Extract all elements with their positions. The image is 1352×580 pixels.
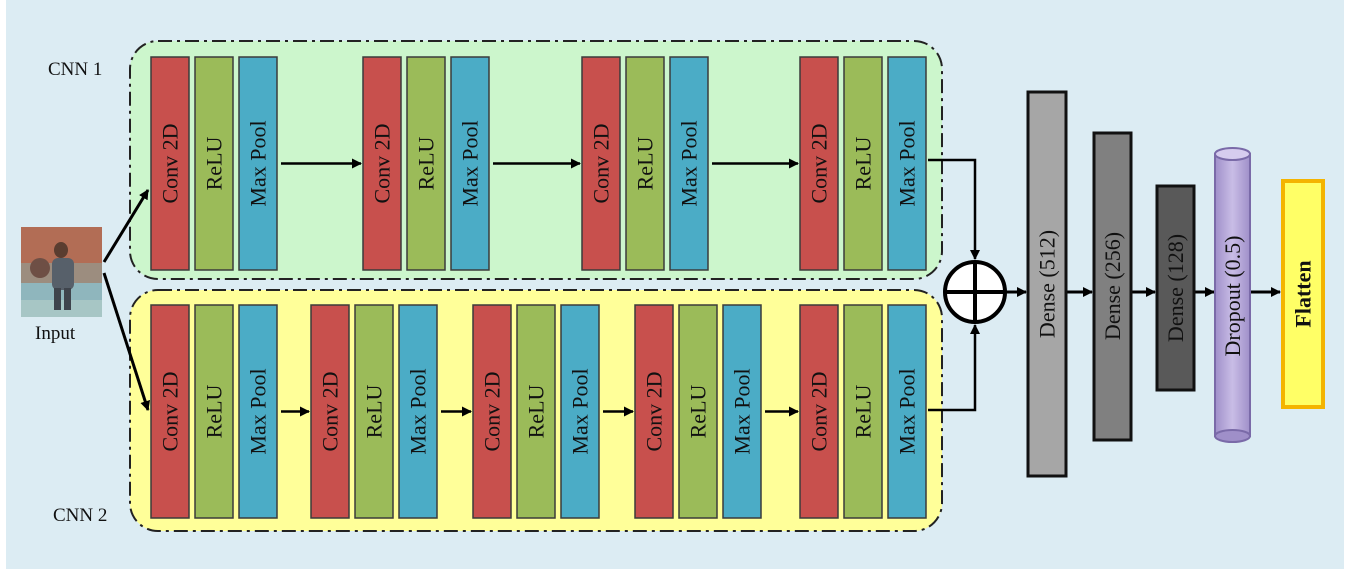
cnn1-relu-layer: ReLU — [625, 56, 665, 271]
cnn1-label: CNN 1 — [48, 59, 102, 80]
cnn1-conv-layer: Conv 2D — [799, 56, 839, 271]
cnn2-conv-layer: Conv 2D — [634, 304, 674, 519]
cnn1-pool-layer: Max Pool — [238, 56, 278, 271]
cnn2-to-merge-connector — [928, 324, 980, 412]
cnn2-pool-label: Max Pool — [406, 368, 431, 454]
dense256-label: Dense (256) — [1100, 232, 1125, 340]
cnn2-conv-layer: Conv 2D — [472, 304, 512, 519]
cnn2-conv-layer: Conv 2D — [310, 304, 350, 519]
flatten-label: Flatten — [1291, 260, 1316, 327]
cnn1-conv-layer: Conv 2D — [150, 56, 190, 271]
cnn2-pool-layer: Max Pool — [722, 304, 762, 519]
cnn1-pool-layer: Max Pool — [669, 56, 709, 271]
cnn2-block-4: Conv 2D ReLU Max Pool — [634, 304, 762, 519]
cnn1-conv-label: Conv 2D — [370, 123, 395, 203]
cnn1-pool-label: Max Pool — [895, 120, 920, 206]
cnn1-conv-layer: Conv 2D — [581, 56, 621, 271]
cnn2-pool-label: Max Pool — [246, 368, 271, 454]
cnn2-pool-layer: Max Pool — [887, 304, 927, 519]
cnn1-relu-layer: ReLU — [194, 56, 234, 271]
cnn2-relu-label: ReLU — [524, 385, 549, 439]
cnn1-pool-label: Max Pool — [246, 120, 271, 206]
input-image — [21, 227, 102, 317]
cnn1-block-3: Conv 2D ReLU Max Pool — [581, 56, 709, 271]
cnn1-to-merge-connector — [928, 158, 980, 260]
cnn1-relu-label: ReLU — [202, 137, 227, 191]
cnn2-relu-layer: ReLU — [678, 304, 718, 519]
cnn2-conv-label: Conv 2D — [318, 371, 343, 451]
cnn2-relu-label: ReLU — [362, 385, 387, 439]
cnn1-pool-label: Max Pool — [458, 120, 483, 206]
dense512-block: Dense (512) — [1026, 90, 1068, 478]
cnn2-pool-label: Max Pool — [895, 368, 920, 454]
cnn1-panel — [129, 40, 943, 280]
cnn2-label: CNN 2 — [53, 505, 107, 526]
input-to-cnn1-arrow — [102, 189, 150, 263]
cnn2-pool-layer: Max Pool — [398, 304, 438, 519]
cnn2-relu-layer: ReLU — [194, 304, 234, 519]
input-to-cnn2-arrow — [102, 272, 151, 411]
cnn1-conv-label: Conv 2D — [807, 123, 832, 203]
cnn1-conv-label: Conv 2D — [589, 123, 614, 203]
cnn1-conv-layer: Conv 2D — [362, 56, 402, 271]
cnn1-block-4: Conv 2D ReLU Max Pool — [799, 56, 927, 271]
cnn2-relu-layer: ReLU — [516, 304, 556, 519]
cnn2-conv-layer: Conv 2D — [150, 304, 190, 519]
cnn2-pool-label: Max Pool — [568, 368, 593, 454]
cnn2-block-5: Conv 2D ReLU Max Pool — [799, 304, 927, 519]
cnn2-block-2: Conv 2D ReLU Max Pool — [310, 304, 438, 519]
cnn2-block-3: Conv 2D ReLU Max Pool — [472, 304, 600, 519]
cnn2-conv-label: Conv 2D — [480, 371, 505, 451]
dense128-label: Dense (128) — [1163, 234, 1188, 342]
cnn1-relu-label: ReLU — [414, 137, 439, 191]
dense128-block: Dense (128) — [1155, 184, 1196, 392]
cnn2-pool-label: Max Pool — [730, 368, 755, 454]
cnn2-relu-layer: ReLU — [843, 304, 883, 519]
cnn2-conv-label: Conv 2D — [158, 371, 183, 451]
dropout-block: Dropout (0.5) — [1214, 147, 1251, 443]
dense512-label: Dense (512) — [1035, 230, 1060, 338]
cnn1-relu-layer: ReLU — [406, 56, 446, 271]
cnn2-conv-label: Conv 2D — [807, 371, 832, 451]
cnn1-block-2: Conv 2D ReLU Max Pool — [362, 56, 490, 271]
cnn2-relu-label: ReLU — [851, 385, 876, 439]
input-label: Input — [35, 323, 76, 344]
dropout-label: Dropout (0.5) — [1220, 236, 1245, 357]
cnn1-pool-layer: Max Pool — [887, 56, 927, 271]
cnn1-relu-label: ReLU — [633, 137, 658, 191]
cnn1-pool-label: Max Pool — [677, 120, 702, 206]
cnn2-relu-layer: ReLU — [354, 304, 394, 519]
flatten-block: Flatten — [1281, 179, 1325, 409]
cnn2-block-1: Conv 2D ReLU Max Pool — [150, 304, 278, 519]
cnn2-conv-layer: Conv 2D — [799, 304, 839, 519]
cnn2-relu-label: ReLU — [686, 385, 711, 439]
merge-add-icon — [943, 260, 1007, 324]
cnn1-block-1: Conv 2D ReLU Max Pool — [150, 56, 278, 271]
cnn2-conv-label: Conv 2D — [642, 371, 667, 451]
cnn1-relu-label: ReLU — [851, 137, 876, 191]
cnn2-relu-label: ReLU — [202, 385, 227, 439]
dense256-block: Dense (256) — [1092, 131, 1133, 442]
cnn2-pool-layer: Max Pool — [560, 304, 600, 519]
cnn1-conv-label: Conv 2D — [158, 123, 183, 203]
cnn1-pool-layer: Max Pool — [450, 56, 490, 271]
cnn2-pool-layer: Max Pool — [238, 304, 278, 519]
cnn1-relu-layer: ReLU — [843, 56, 883, 271]
